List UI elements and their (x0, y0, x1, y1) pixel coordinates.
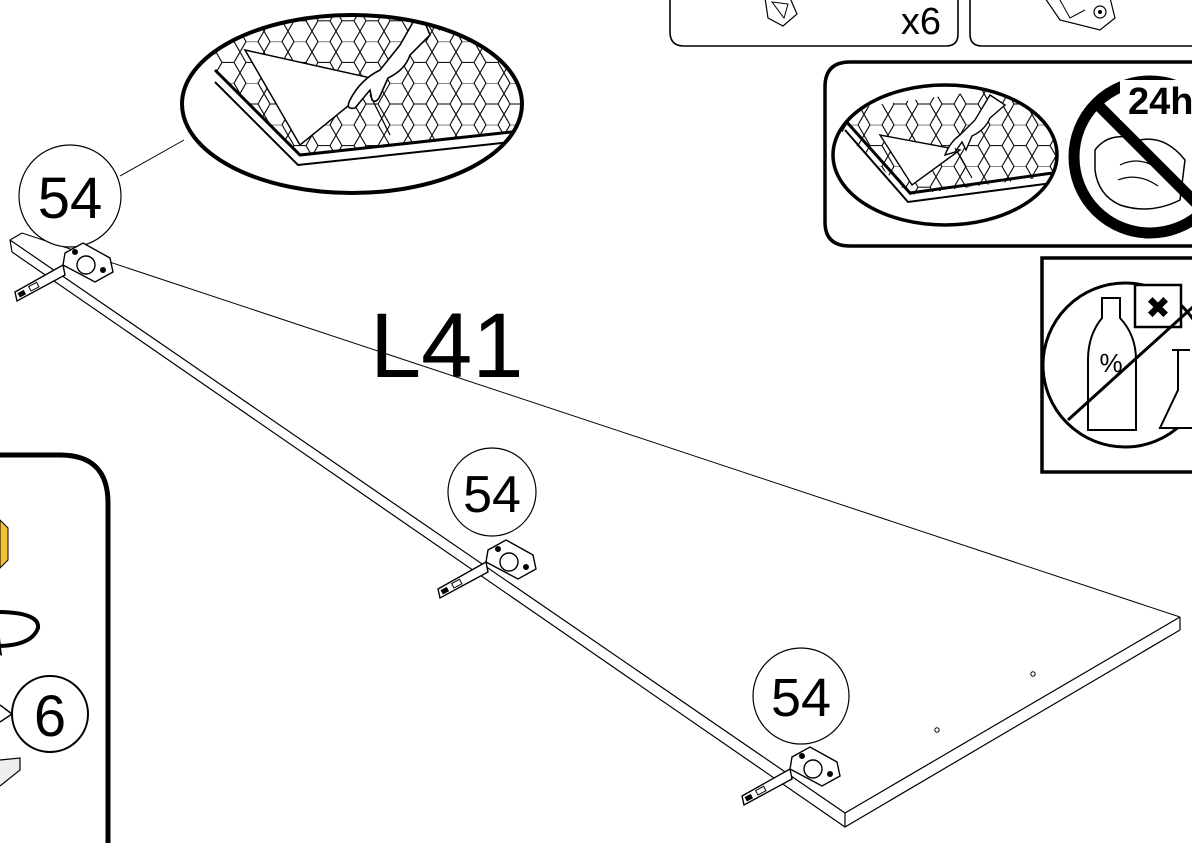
callout-number: 54 (38, 166, 103, 231)
film-warning-box: 24h (823, 60, 1192, 248)
hinge-callout: 54 (18, 144, 122, 248)
door-panel (9, 232, 1181, 828)
hand-icon (347, 15, 431, 110)
no-wipe-sign: 24h (1068, 75, 1192, 239)
pre-drilled-hole (934, 727, 940, 733)
quantity-label: x6 (901, 1, 941, 43)
pre-drilled-hole (1030, 671, 1036, 677)
hinge-callout: 54 (447, 447, 537, 537)
leader-line (119, 139, 185, 177)
hand-icon (943, 94, 1007, 157)
hinge-cup-icon (764, 0, 798, 27)
hinge-callout: 54 (752, 647, 850, 745)
hours-label: 24h (1128, 81, 1192, 123)
hardware-box (969, 0, 1192, 47)
hazard-x-mark: ✖ (1145, 292, 1170, 325)
bottle-icon: % (1087, 297, 1137, 431)
hardware-box: x6 (669, 0, 959, 47)
peel-film-illustration (180, 13, 524, 195)
hinge-icon (14, 242, 114, 303)
alcohol-percent-label: % (1099, 348, 1122, 378)
hinge-icon (741, 746, 841, 807)
part-label: L41 (370, 295, 524, 397)
hinge-plate-icon (1045, 0, 1116, 31)
step-number: 6 (34, 684, 66, 749)
chemical-warning-box: % ✖ (1040, 256, 1192, 474)
side-detail-panel: 6 (0, 452, 111, 843)
screw-bit-icon (0, 519, 9, 569)
peel-film-small-illustration (831, 83, 1059, 227)
hazard-x-icon: ✖ (1133, 283, 1183, 329)
callout-number: 54 (463, 466, 521, 524)
rotate-arrow-icon (0, 610, 40, 656)
panel-edge-detail (0, 757, 21, 787)
flask-icon (1158, 349, 1192, 429)
callout-number: 54 (771, 668, 831, 728)
hinge-icon (437, 539, 537, 600)
